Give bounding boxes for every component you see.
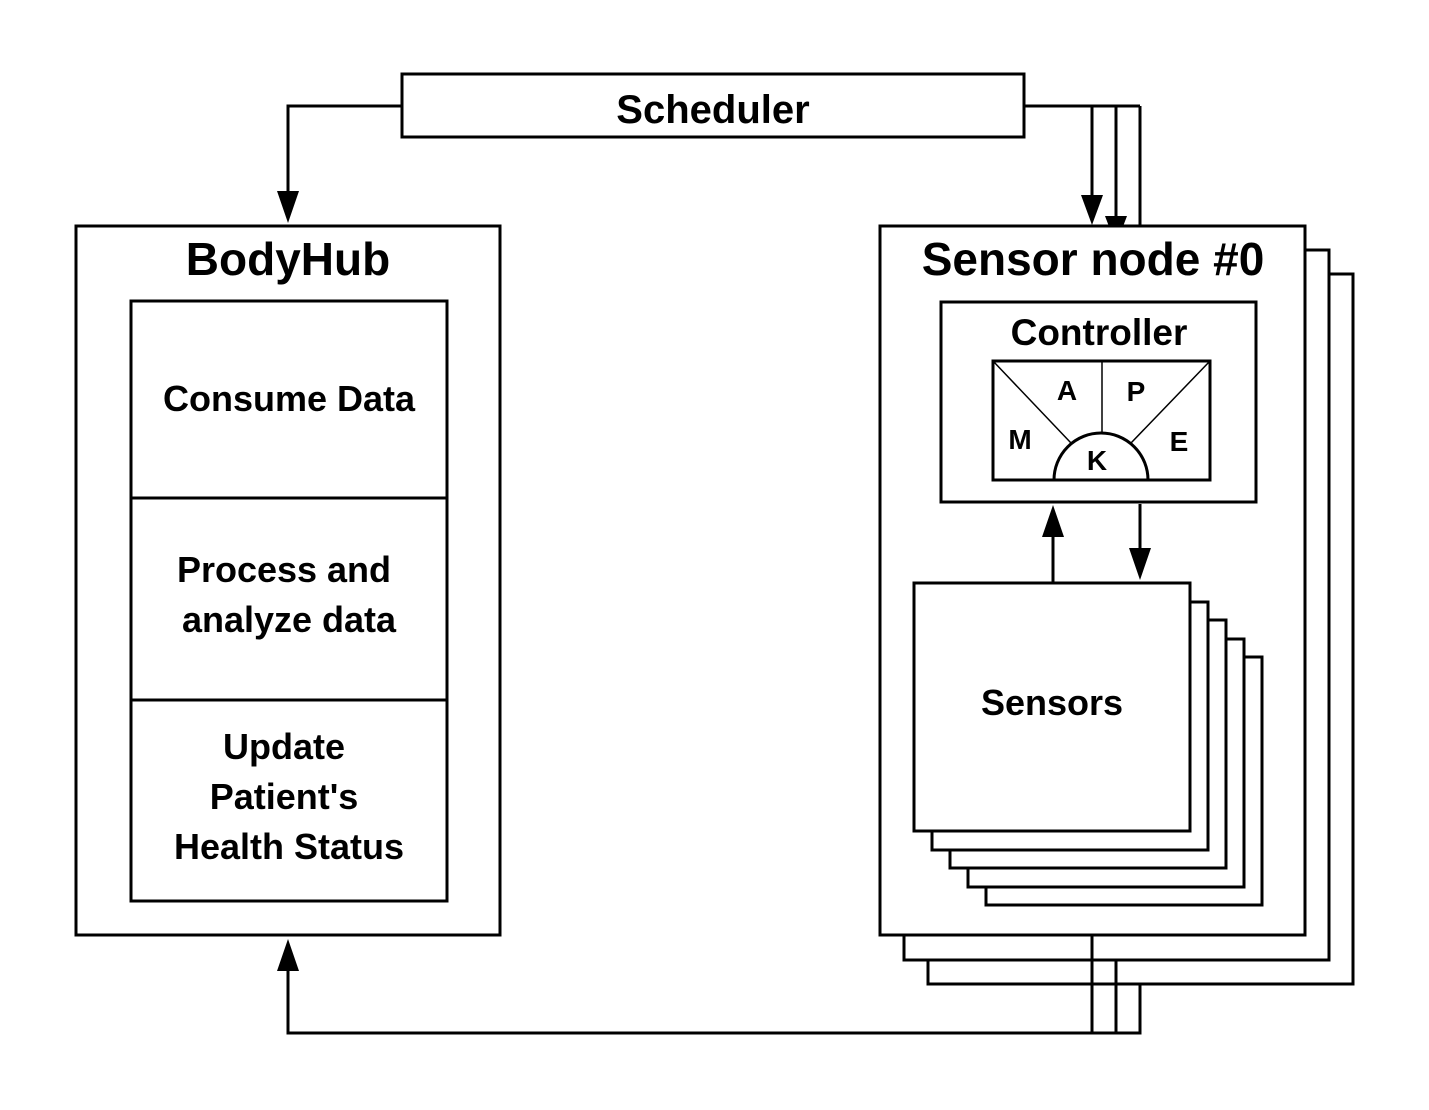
bodyhub-title: BodyHub (186, 233, 390, 285)
scheduler-to-sensor-nodes-connector (1024, 104, 1142, 272)
sensor-node-0: Sensor node #0 Controller M A P E K (878, 224, 1307, 937)
knowledge-semicircle (1052, 431, 1150, 482)
scheduler-to-bodyhub-connector (277, 104, 402, 223)
mapek-analyze-label: A (1057, 375, 1077, 406)
step-update-health-status: Update Patient's Health Status (174, 726, 404, 867)
sensor-nodes-to-bodyhub-connector (277, 935, 1142, 1035)
sensors-label: Sensors (981, 682, 1123, 723)
mapek-loop: M A P E K (991, 359, 1212, 482)
step-consume-data: Consume Data (163, 378, 416, 419)
arrowhead-up (277, 939, 299, 971)
mapek-knowledge-label: K (1087, 445, 1107, 476)
arrowhead-down (277, 191, 299, 223)
mapek-divider (992, 360, 1072, 444)
controller: Controller M A P E K (939, 300, 1258, 504)
mapek-plan-label: P (1127, 376, 1146, 407)
scheduler: Scheduler (400, 72, 1026, 139)
sensors-box (912, 581, 1192, 833)
bodyhub-steps-box (129, 299, 449, 903)
controller-title: Controller (1011, 312, 1188, 353)
arrowhead-down (1129, 548, 1151, 580)
sensor-node-title: Sensor node #0 (922, 233, 1265, 285)
mapek-divider (1130, 360, 1211, 444)
bodyhub: BodyHub Consume Data Process and analyze… (74, 224, 502, 937)
mapek-execute-label: E (1170, 426, 1189, 457)
step-process-and-analyze: Process and analyze data (177, 549, 401, 640)
arrowhead-up (1042, 505, 1064, 537)
mapek-monitor-label: M (1008, 424, 1031, 455)
controller-sensors-connectors (1042, 504, 1151, 583)
scheduler-label: Scheduler (616, 88, 809, 132)
arrowhead-down (1081, 195, 1103, 225)
sensors-stack: Sensors (912, 581, 1264, 907)
